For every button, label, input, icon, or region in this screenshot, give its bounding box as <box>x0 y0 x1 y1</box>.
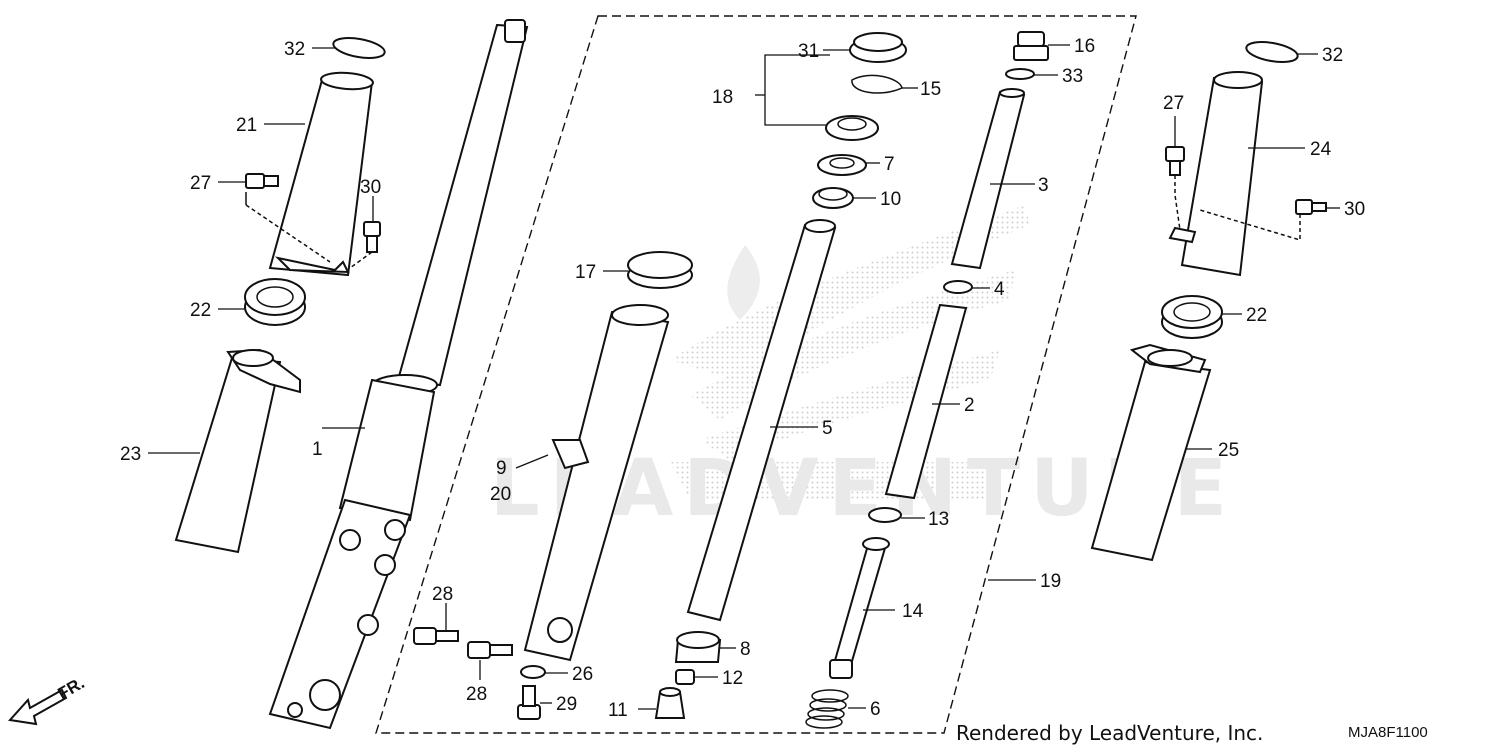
bolt-left-30 <box>363 221 381 253</box>
callout-15: 15 <box>920 79 941 100</box>
front-direction-arrow: FR. <box>8 673 88 726</box>
callout-5: 5 <box>822 418 833 439</box>
callout-13: 13 <box>928 509 949 530</box>
seat-13 <box>868 507 902 523</box>
bushing-10 <box>812 187 854 209</box>
callout-3: 3 <box>1038 175 1049 196</box>
callout-9: 9 <box>496 458 507 479</box>
callout-27-left: 27 <box>190 173 211 194</box>
callout-16: 16 <box>1074 36 1095 57</box>
callout-23: 23 <box>120 444 141 465</box>
callout-11: 11 <box>608 700 628 721</box>
callout-12: 12 <box>722 668 743 689</box>
callout-19: 19 <box>1040 571 1061 592</box>
washer-26 <box>520 665 546 679</box>
callout-labels: 1 2 3 4 5 6 7 8 9 20 10 11 12 13 14 15 1… <box>120 36 1365 721</box>
callout-6: 6 <box>870 699 881 720</box>
callout-24: 24 <box>1310 139 1332 160</box>
callout-7: 7 <box>884 154 895 175</box>
inner-tube-5 <box>686 219 837 622</box>
bolt-right-30 <box>1295 199 1327 215</box>
clip-15 <box>851 74 903 94</box>
callout-30-right: 30 <box>1344 199 1365 220</box>
washer-4 <box>943 280 973 294</box>
cap-bolt-16 <box>1013 31 1049 61</box>
damper-rod-14 <box>829 537 890 679</box>
callout-31: 31 <box>798 41 819 62</box>
washer-7 <box>817 154 867 176</box>
bolt-right-27 <box>1165 146 1185 176</box>
callout-8: 8 <box>740 639 751 660</box>
fork-tube-assembly <box>268 19 529 730</box>
callout-30-left: 30 <box>360 177 381 198</box>
leader-lines <box>148 44 1340 710</box>
callout-17: 17 <box>575 262 596 283</box>
callout-33: 33 <box>1062 66 1083 87</box>
callout-4: 4 <box>994 279 1005 300</box>
bushing-right <box>1161 295 1223 339</box>
callout-22-right: 22 <box>1246 305 1267 326</box>
callout-28-bottom: 28 <box>466 684 487 705</box>
callout-29: 29 <box>556 694 577 715</box>
upper-cover-left <box>268 71 374 277</box>
seal-cap-31 <box>849 32 907 63</box>
subassembly-outline <box>375 15 1137 734</box>
lower-cover-right <box>1090 343 1212 562</box>
lower-cover-left <box>174 348 301 554</box>
piece-11 <box>654 687 686 719</box>
callout-18: 18 <box>712 87 733 108</box>
callout-25: 25 <box>1218 440 1239 461</box>
spacer-3 <box>950 88 1026 270</box>
callout-2: 2 <box>964 395 975 416</box>
callout-21: 21 <box>236 115 257 136</box>
callout-28-top: 28 <box>432 584 453 605</box>
callout-20: 20 <box>490 484 511 505</box>
dust-seal-17 <box>627 251 693 289</box>
callout-26: 26 <box>572 664 593 685</box>
bushing-left <box>244 278 306 326</box>
fork-slider <box>523 304 670 662</box>
callout-14: 14 <box>902 601 924 622</box>
o-ring-left <box>332 37 386 59</box>
callout-1: 1 <box>312 439 323 460</box>
bolt-29 <box>517 685 541 720</box>
render-credit: Rendered by LeadVenture, Inc. <box>956 721 1263 745</box>
bushing-8 <box>674 631 722 663</box>
o-ring-33 <box>1005 68 1035 80</box>
nut-12 <box>675 669 695 685</box>
bolt-left-27 <box>245 173 279 205</box>
o-ring-right <box>1245 41 1299 63</box>
bracket-18 <box>764 54 830 126</box>
callout-32-right: 32 <box>1322 45 1343 66</box>
callout-22-left: 22 <box>190 300 211 321</box>
bolt-28-a <box>413 627 459 645</box>
oil-seal-18 <box>825 115 879 141</box>
callout-10: 10 <box>880 189 901 210</box>
figure-code: MJA8F1100 <box>1348 724 1428 741</box>
spring-2 <box>884 303 968 500</box>
rebound-spring-6 <box>805 689 849 729</box>
callout-27-right: 27 <box>1163 93 1184 114</box>
upper-cover-right <box>1168 71 1264 277</box>
callout-32-left: 32 <box>284 39 305 60</box>
bolt-28-b <box>467 641 513 659</box>
